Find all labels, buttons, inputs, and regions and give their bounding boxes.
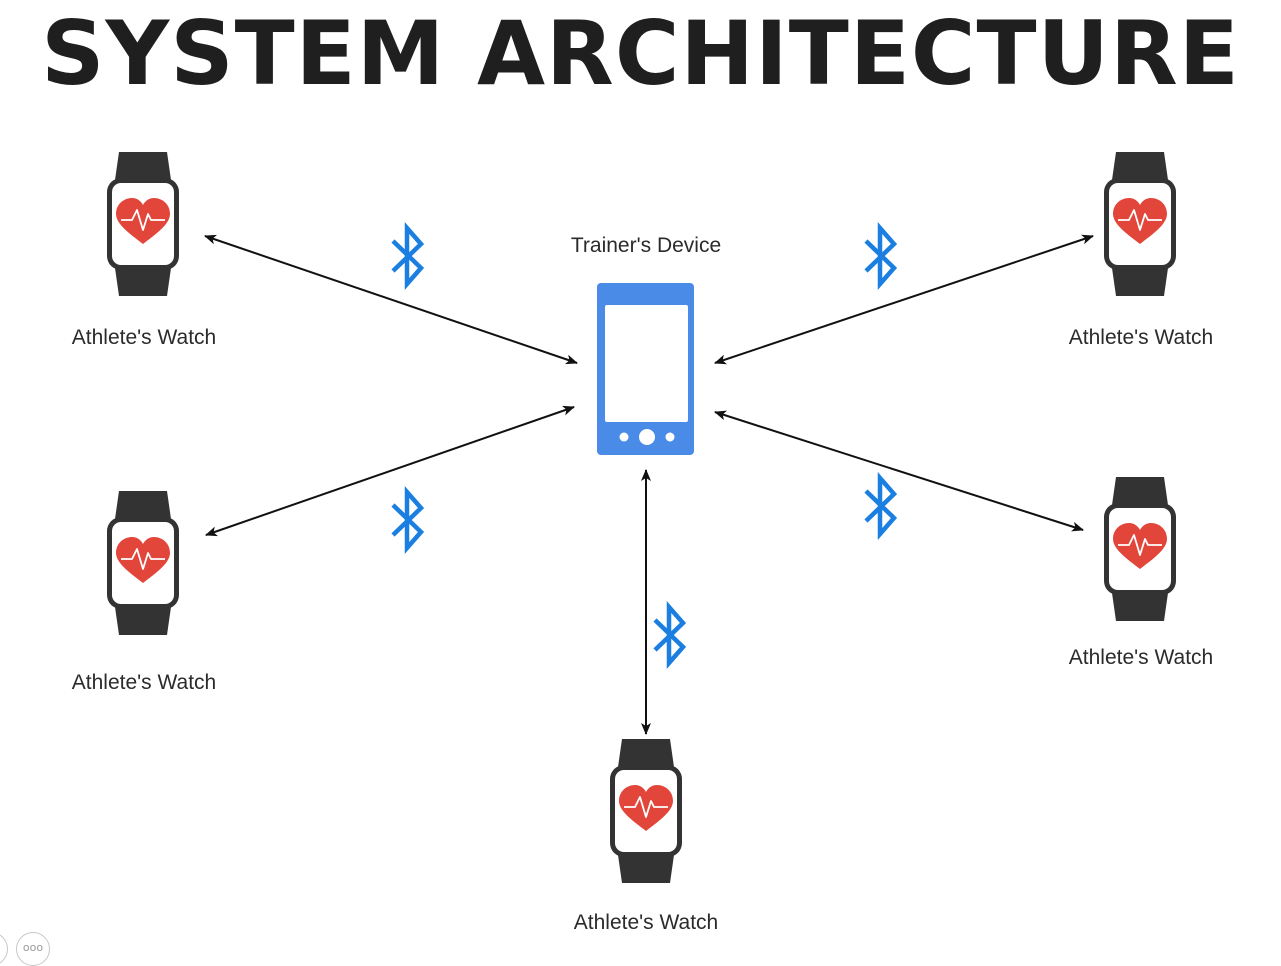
watch-label-bottom-right: Athlete's Watch: [1069, 646, 1213, 669]
watch-label-bottom-left: Athlete's Watch: [72, 671, 216, 694]
connection-arrow-top-left: [204, 234, 578, 365]
connection-arrow-bottom-left: [205, 405, 575, 537]
page-title: SYSTEM ARCHITECTURE: [41, 2, 1240, 105]
watch-icon: [609, 738, 683, 884]
watch-label-top-right: Athlete's Watch: [1069, 326, 1213, 349]
watch-icon: [1103, 476, 1177, 622]
watch-icon: [106, 490, 180, 636]
watch-label-top-left: Athlete's Watch: [72, 326, 216, 349]
trainer-device-label: Trainer's Device: [571, 234, 721, 257]
watch-icon: [106, 151, 180, 297]
connection-arrow-top-right: [714, 234, 1094, 365]
connection-arrow-bottom-right: [714, 410, 1084, 532]
bluetooth-icon: [866, 478, 894, 534]
bluetooth-icon: [866, 228, 894, 284]
more-options-button[interactable]: ooo: [16, 932, 50, 966]
bluetooth-icon: [655, 607, 683, 663]
watch-label-bottom: Athlete's Watch: [574, 911, 718, 934]
bluetooth-icon: [393, 228, 421, 284]
bluetooth-icon: [393, 492, 421, 548]
watch-icon: [1103, 151, 1177, 297]
trainer-device: [597, 283, 694, 455]
